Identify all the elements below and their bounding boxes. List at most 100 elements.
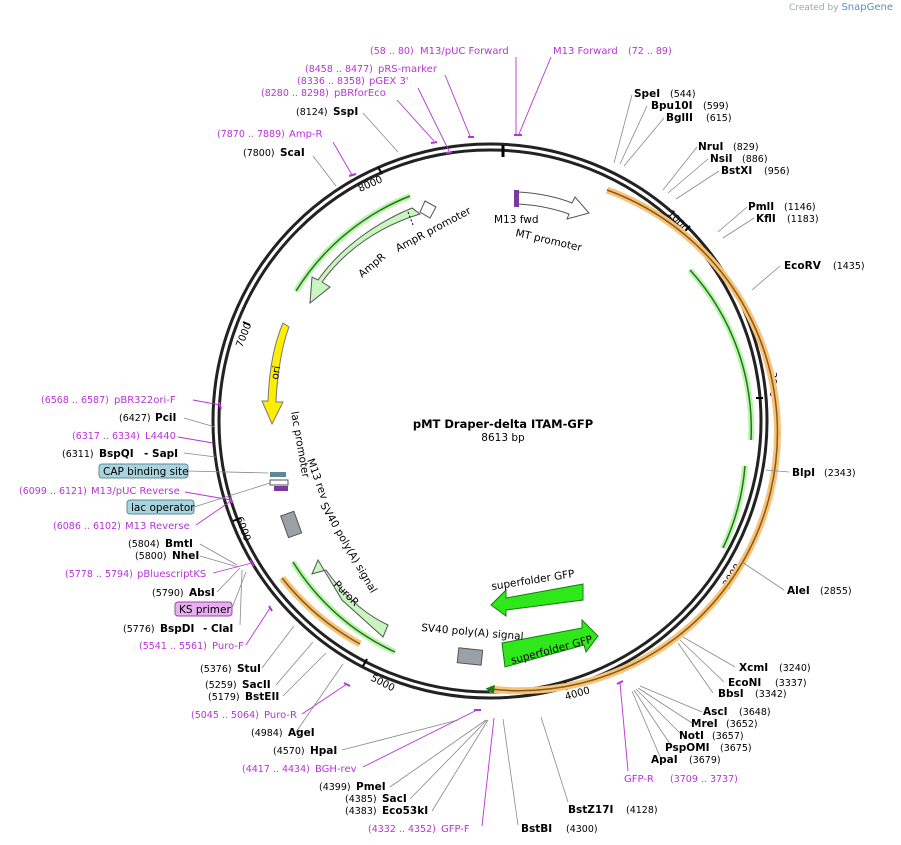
enzyme-alt-sapi: - SapI (144, 448, 178, 460)
lac-operator-label: lac operator (131, 502, 195, 514)
primer-name-m13puc-rev: M13/pUC Reverse (91, 486, 180, 497)
enzyme-pos-pcii: (6427) (119, 413, 151, 424)
enzyme-name-stui: StuI (237, 663, 261, 675)
label-m13-rev: M13 rev (304, 457, 330, 501)
label-ampr: AmpR (356, 251, 388, 280)
enzyme-name-bglii: BglII (666, 112, 693, 124)
primer-range-bgh-rev: (4417 .. 4434) (242, 764, 310, 775)
enzyme-pos-speI: (544) (670, 89, 696, 100)
primer-labels: (58 .. 80) M13/pUC Forward M13 Forward (… (19, 46, 738, 835)
enzyme-pos-pspomi: (3675) (720, 743, 752, 754)
primer-name-gfp-f: GFP-F (441, 824, 470, 835)
lac-promoter-mark (269, 479, 289, 486)
right-enzyme-labels: SpeI (544) Bpu10I (599) BglII (615) NruI… (521, 88, 865, 835)
primer-name-m13-fwd: M13 Forward (553, 46, 618, 57)
enzyme-pos-bsteii: (5179) (208, 692, 240, 703)
m13-rev-mark (274, 486, 288, 491)
boxed-labels: CAP binding site lac operator KS primer (98, 463, 271, 617)
primer-range-puro-f: (5541 .. 5561) (139, 641, 207, 652)
primer-range-gfp-f: (4332 .. 4352) (368, 824, 436, 835)
enzyme-pos-absi: (5790) (152, 588, 184, 599)
enzyme-name-xcmi: XcmI (739, 662, 768, 674)
enzyme-pos-bstbi: (4300) (566, 824, 598, 835)
credit-prefix: Created by (789, 3, 839, 13)
ks-primer-label: KS primer (179, 604, 231, 616)
plasmid-length: 8613 bp (481, 432, 525, 444)
enzyme-pos-sspi: (8124) (296, 107, 328, 118)
enzyme-name-pmli: PmlI (748, 201, 774, 213)
enzyme-name-kfli: KflI (756, 213, 776, 225)
enzyme-pos-bstxi: (956) (764, 166, 790, 177)
m13-fwd-mark (514, 190, 519, 207)
right-leaders (502, 94, 790, 826)
ori-arrow (261, 322, 290, 426)
ampr-promoter-arrow (419, 200, 437, 219)
enzyme-name-speI: SpeI (634, 88, 660, 100)
ampr-arrow (309, 207, 422, 305)
enzyme-pos-eco53ki: (4383) (345, 806, 377, 817)
enzyme-pos-pmli: (1146) (784, 202, 816, 213)
enzyme-pos-xcmi: (3240) (779, 663, 811, 674)
primer-range-puro-r: (5045 .. 5064) (191, 710, 259, 721)
primer-name-bgh-rev: BGH-rev (315, 764, 357, 775)
primer-range-pbluescriptks: (5778 .. 5794) (65, 569, 133, 580)
enzyme-name-sacii: SacII (242, 679, 271, 691)
cap-site-mark (270, 472, 286, 477)
enzyme-name-alei: AleI (787, 585, 810, 597)
enzyme-pos-sacii: (5259) (205, 680, 237, 691)
enzyme-name-absi: AbsI (189, 587, 215, 599)
sfgfp-inner-arrow (501, 618, 599, 668)
enzyme-name-sapi: SapI (152, 448, 178, 460)
sv40-center-box (456, 647, 484, 666)
primer-name-puro-f: Puro-F (212, 641, 244, 652)
primer-name-puro-r: Puro-R (264, 710, 297, 721)
enzyme-name-hpai: HpaI (310, 745, 337, 757)
enzyme-name-pmei: PmeI (356, 781, 386, 793)
enzyme-pos-bspdi: (5776) (123, 624, 155, 635)
enzyme-pos-ecorv: (1435) (833, 261, 865, 272)
enzyme-pos-bspqi: (6311) (62, 449, 94, 460)
label-puror: PuroR (331, 579, 361, 609)
enzyme-name-eco53ki: Eco53kI (382, 805, 428, 817)
primer-name-gfp-r: GFP-R (624, 774, 654, 785)
enzyme-name-nsii: NsiI (710, 153, 733, 165)
primer-range-amp-r: (7870 .. 7889) (217, 129, 285, 140)
enzyme-pos-hpai: (4570) (273, 746, 305, 757)
enzyme-name-econi: EcoNI (728, 677, 761, 689)
cap-binding-site-label: CAP binding site (103, 466, 189, 478)
sfgfp-outer-arrow (490, 583, 584, 617)
left-leaders (183, 112, 489, 812)
enzyme-pos-econi: (3337) (775, 678, 807, 689)
primer-name-prs-marker: pRS-marker (378, 64, 438, 75)
primer-range-l4440: (6317 .. 6334) (72, 431, 140, 442)
label-ori: ori (269, 365, 283, 381)
enzyme-pos-alei: (2855) (820, 586, 852, 597)
enzyme-name-saci: SacI (382, 793, 407, 805)
enzyme-name-ecorv: EcoRV (784, 260, 822, 272)
mt-promoter-arrow (517, 191, 590, 220)
enzyme-name-asci: AscI (703, 706, 728, 718)
enzyme-name-bmti: BmtI (165, 538, 193, 550)
enzyme-name-noti: NotI (679, 730, 704, 742)
label-sv40-center: SV40 poly(A) signal (421, 622, 524, 643)
enzyme-name-nrui: NruI (698, 141, 723, 153)
enzyme-pos-bstz17i: (4128) (626, 805, 658, 816)
primer-range-pbrforeco: (8280 .. 8298) (261, 88, 329, 99)
enzyme-pos-apai: (3679) (689, 755, 721, 766)
enzyme-name-bstz17i: BstZ17I (568, 804, 613, 816)
left-enzyme-labels: (8124) SspI (7800) ScaI (6427) PciI (631… (62, 106, 428, 817)
enzyme-pos-kfli: (1183) (787, 214, 819, 225)
label-mt-promoter: MT promoter (514, 227, 583, 254)
enzyme-pos-mrei: (3652) (726, 719, 758, 730)
enzyme-name-bpu10i: Bpu10I (651, 100, 693, 112)
enzyme-pos-scai: (7800) (243, 148, 275, 159)
primer-name-m13-rev: M13 Reverse (125, 521, 190, 532)
primer-range-m13puc-fwd: (58 .. 80) (370, 46, 414, 57)
enzyme-pos-stui: (5376) (200, 664, 232, 675)
primer-range-gfp-r: (3709 .. 3737) (670, 774, 738, 785)
primer-name-pgex3: pGEX 3' (369, 76, 409, 87)
enzyme-pos-nhei: (5800) (135, 551, 167, 562)
enzyme-name-bspdi: BspDI (160, 623, 194, 635)
primer-name-pbluescriptks: pBluescriptKS (137, 569, 206, 580)
